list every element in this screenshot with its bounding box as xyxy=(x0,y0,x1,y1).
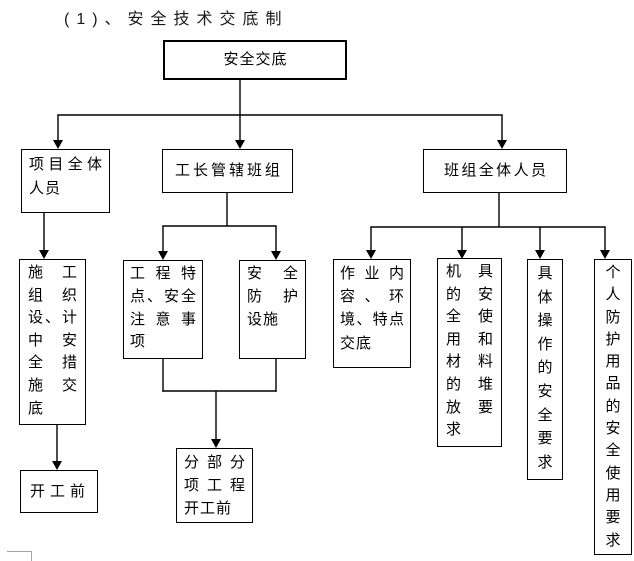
diagram-title: (1)、安全技术交底制 xyxy=(64,11,289,28)
node-project-staff: 项目全体人员 xyxy=(21,149,110,213)
node-foreman-teams: 工长管辖班组 xyxy=(162,149,293,193)
node-machinery-materials: 机具的安全使用和材料的堆放要求 xyxy=(437,258,502,447)
node-ppe-safety: 个人防护用品的安全使用要求 xyxy=(594,259,632,555)
node-team-staff: 班组全体人员 xyxy=(423,149,567,193)
node-work-content: 作业内容、环境、特点交底 xyxy=(333,259,411,368)
node-project-features: 工程特点、安全注意事项 xyxy=(123,260,203,359)
page-edge-artifact xyxy=(7,551,32,561)
node-root: 安全交底 xyxy=(163,40,347,80)
node-safety-facilities: 安全防护设施 xyxy=(239,260,306,359)
node-sub-project-commencement: 分部分项工程开工前 xyxy=(176,448,253,523)
node-operation-safety: 具体操作的安全要求 xyxy=(527,259,563,480)
node-org-design-disclosure: 施工组织设、计中安全措施交底 xyxy=(19,259,86,425)
node-before-commencement: 开工前 xyxy=(20,470,98,513)
